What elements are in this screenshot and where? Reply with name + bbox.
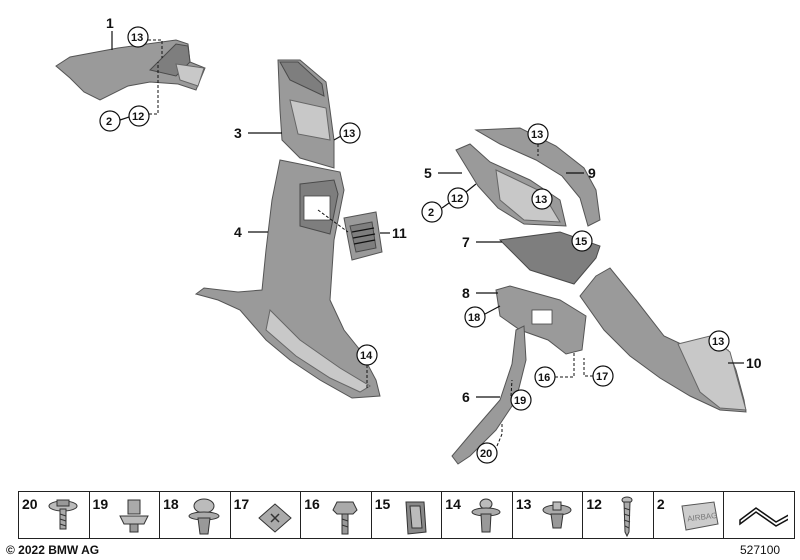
svg-text:19: 19 [514, 395, 526, 407]
callout-13a: 13 [127, 26, 163, 58]
svg-text:13: 13 [343, 128, 355, 140]
legend-number: 15 [374, 496, 391, 512]
legend-number: 19 [92, 496, 109, 512]
legend-number: 16 [304, 496, 320, 512]
callout-8: 8 [462, 285, 498, 301]
trim-clip-icon [542, 501, 572, 529]
callout-7: 7 [462, 234, 502, 250]
svg-text:2: 2 [106, 116, 112, 128]
svg-text:15: 15 [575, 236, 587, 248]
callout-4: 4 [234, 224, 268, 240]
callout-12a: 12 [119, 62, 159, 127]
callout-5: 5 [424, 165, 462, 181]
legend-number: 12 [586, 496, 602, 512]
edge-clip-icon [405, 501, 427, 535]
svg-text:12: 12 [132, 111, 144, 123]
section-symbol-icon [739, 507, 789, 527]
screw-washer-icon [48, 499, 78, 530]
fastener-legend: 20 19 18 17 16 [18, 491, 795, 539]
callout-13b: 13 [333, 122, 361, 144]
push-rivet-icon [471, 498, 501, 533]
svg-text:2: 2 [428, 207, 434, 219]
legend-cell-16: 16 [301, 492, 372, 538]
callout-11: 11 [380, 225, 407, 241]
svg-text:7: 7 [462, 234, 470, 250]
svg-text:17: 17 [596, 371, 608, 383]
svg-text:11: 11 [392, 225, 407, 241]
svg-text:20: 20 [480, 448, 492, 460]
svg-text:13: 13 [712, 336, 724, 348]
legend-number: 18 [163, 496, 179, 512]
airbag-badge-text: AIRBAG [687, 511, 718, 524]
svg-text:1: 1 [106, 15, 114, 31]
callout-16a: 16 [534, 352, 575, 388]
callout-18a: 18 [464, 305, 501, 328]
legend-cell-2: 2 AIRBAG [654, 492, 725, 538]
callout-1: 1 [106, 15, 114, 50]
callout-13e: 13 [708, 330, 730, 352]
svg-text:12: 12 [451, 193, 463, 205]
callout-17a: 17 [583, 358, 614, 387]
callout-6: 6 [462, 389, 500, 405]
svg-text:13: 13 [531, 129, 543, 141]
hex-screw-icon [332, 501, 358, 535]
svg-text:16: 16 [538, 372, 550, 384]
part-1-a-pillar-trim [55, 39, 206, 101]
copyright-text: © 2022 BMW AG [6, 543, 100, 557]
legend-cell-section-symbol [724, 492, 794, 538]
svg-text:9: 9 [588, 165, 596, 181]
diagram-id: 527100 [740, 543, 781, 557]
svg-text:10: 10 [746, 355, 762, 371]
part-8-bracket [495, 285, 587, 355]
callout-3: 3 [234, 125, 282, 141]
legend-cell-19: 19 [90, 492, 161, 538]
airbag-badge-icon: AIRBAG [681, 501, 719, 531]
callout-14a: 14 [356, 344, 378, 390]
svg-text:4: 4 [234, 224, 242, 240]
legend-cell-15: 15 [372, 492, 443, 538]
callout-20a: 20 [476, 424, 503, 464]
callout-15a: 15 [571, 230, 593, 252]
callout-13c: 13 [531, 188, 553, 210]
svg-text:13: 13 [535, 194, 547, 206]
legend-cell-20: 20 [19, 492, 90, 538]
legend-cell-17: 17 [231, 492, 302, 538]
legend-number: 17 [233, 496, 250, 512]
spring-nut-icon [257, 503, 292, 533]
part-11-air-vent [343, 211, 383, 261]
legend-cell-18: 18 [160, 492, 231, 538]
legend-number: 14 [445, 496, 461, 512]
svg-text:6: 6 [462, 389, 470, 405]
svg-text:13: 13 [131, 32, 143, 44]
legend-cell-14: 14 [442, 492, 513, 538]
legend-number: 2 [656, 496, 665, 512]
part-3-b-pillar-upper-trim [277, 59, 335, 169]
callout-12b: 12 [447, 183, 477, 209]
callout-2a: 2 [99, 110, 121, 132]
callout-10: 10 [728, 355, 762, 371]
leader-4-11 [317, 209, 349, 233]
svg-text:3: 3 [234, 125, 242, 141]
svg-text:18: 18 [468, 312, 480, 324]
callout-2b: 2 [421, 201, 450, 223]
svg-text:14: 14 [360, 350, 373, 362]
callout-19a: 19 [510, 379, 532, 411]
part-4-b-pillar-lower-trim [194, 159, 381, 399]
self-tapping-screw-icon [621, 496, 633, 538]
expanding-rivet-icon [188, 498, 220, 535]
legend-cell-13: 13 [513, 492, 584, 538]
svg-text:5: 5 [424, 165, 432, 181]
callout-9: 9 [566, 165, 596, 181]
legend-cell-12: 12 [583, 492, 654, 538]
svg-text:8: 8 [462, 285, 470, 301]
callout-13d: 13 [527, 123, 549, 156]
clip-nut-icon [118, 499, 149, 533]
part-9-roof-trim-strip [474, 127, 601, 227]
legend-number: 20 [22, 496, 38, 512]
legend-number: 13 [515, 496, 532, 512]
part-10-c-pillar-lower-trim [579, 267, 747, 413]
